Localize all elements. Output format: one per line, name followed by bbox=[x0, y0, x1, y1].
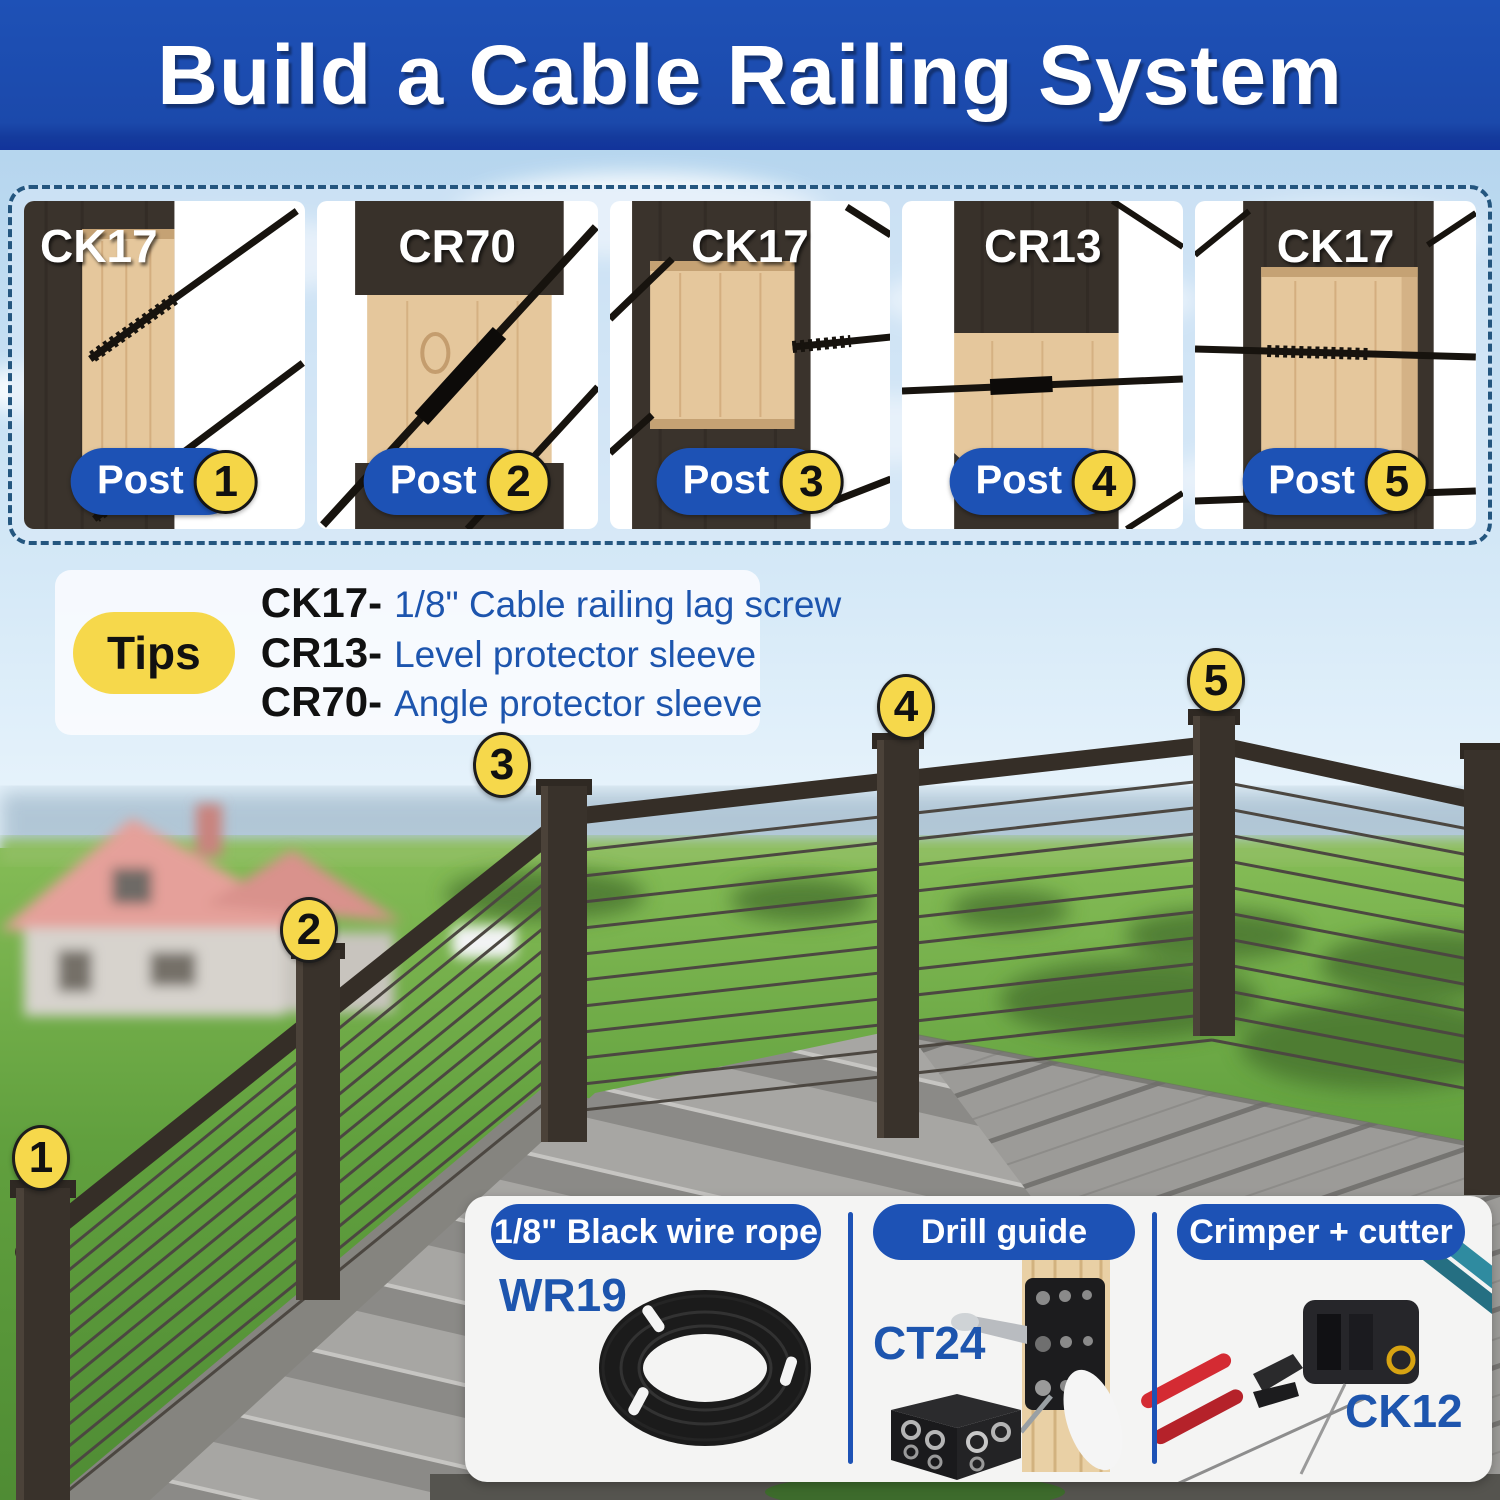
tips-pill: Tips bbox=[73, 611, 235, 694]
tips-row-cr70: CR70-Angle protector sleeve bbox=[260, 678, 763, 726]
post-1-code: CK17 bbox=[40, 220, 158, 272]
post-panel-1: CK17 Post 1 bbox=[24, 201, 305, 529]
post-1-badge: Post 1 bbox=[71, 448, 258, 515]
post-1-badge-number: 1 bbox=[193, 449, 258, 514]
product-header-crimper-cutter: Crimper + cutter bbox=[1177, 1204, 1465, 1260]
marker-post-3: 3 bbox=[473, 732, 531, 798]
product-header-wire-rope: 1/8" Black wire rope bbox=[491, 1204, 821, 1260]
products-panel: 1/8" Black wire rope Drill guide Crimper… bbox=[465, 1196, 1492, 1482]
sku-ck12: CK12 bbox=[1345, 1385, 1463, 1437]
post-3-badge-number: 3 bbox=[779, 449, 844, 514]
post-5-badge: Post 5 bbox=[1242, 448, 1429, 515]
post-2-badge-number: 2 bbox=[486, 449, 551, 514]
post-4-code: CR13 bbox=[983, 220, 1102, 272]
wire-rope-image bbox=[599, 1290, 811, 1446]
post-panel-3: CK17 Post 3 bbox=[609, 201, 891, 529]
product-divider-1 bbox=[848, 1212, 853, 1464]
tips-row-ck17: CK17-1/8" Cable railing lag screw bbox=[260, 578, 842, 626]
post-3-badge: Post 3 bbox=[656, 448, 844, 515]
tips-row-cr13: CR13-Level protector sleeve bbox=[260, 628, 757, 676]
post-panel-2: CR70 Post 2 bbox=[316, 201, 598, 529]
post-panel-5: CK17 Post 5 bbox=[1195, 201, 1476, 529]
product-header-drill-guide: Drill guide bbox=[873, 1204, 1135, 1260]
drill-guide-image bbox=[891, 1254, 1110, 1480]
marker-post-5: 5 bbox=[1187, 648, 1245, 714]
tips-rows: CK17-1/8" Cable railing lag screw CR13-L… bbox=[261, 579, 841, 727]
post-4-badge-number: 4 bbox=[1072, 449, 1137, 514]
post-panel-4: CR13 Post 4 bbox=[902, 201, 1184, 529]
sku-ct24: CT24 bbox=[873, 1317, 986, 1369]
post-5-badge-number: 5 bbox=[1364, 449, 1429, 514]
sku-wr19: WR19 bbox=[499, 1269, 627, 1321]
title-banner: Build a Cable Railing System bbox=[0, 0, 1500, 150]
deck-cables-right bbox=[1211, 778, 1500, 1097]
marker-post-1: 1 bbox=[12, 1125, 70, 1191]
post-4-badge: Post 4 bbox=[949, 448, 1137, 515]
page-title: Build a Cable Railing System bbox=[157, 27, 1343, 122]
post-detail-strip: CK17 Post 1 CR70 Post 2 bbox=[8, 185, 1492, 545]
product-divider-2 bbox=[1152, 1212, 1157, 1464]
post-5-code: CK17 bbox=[1276, 220, 1395, 272]
post-2-badge: Post 2 bbox=[363, 448, 551, 515]
marker-post-2: 2 bbox=[280, 897, 338, 963]
post-2-code: CR70 bbox=[398, 220, 516, 272]
tips-legend: Tips CK17-1/8" Cable railing lag screw C… bbox=[55, 570, 841, 735]
marker-post-4: 4 bbox=[877, 674, 935, 740]
post-3-code: CK17 bbox=[691, 220, 809, 272]
